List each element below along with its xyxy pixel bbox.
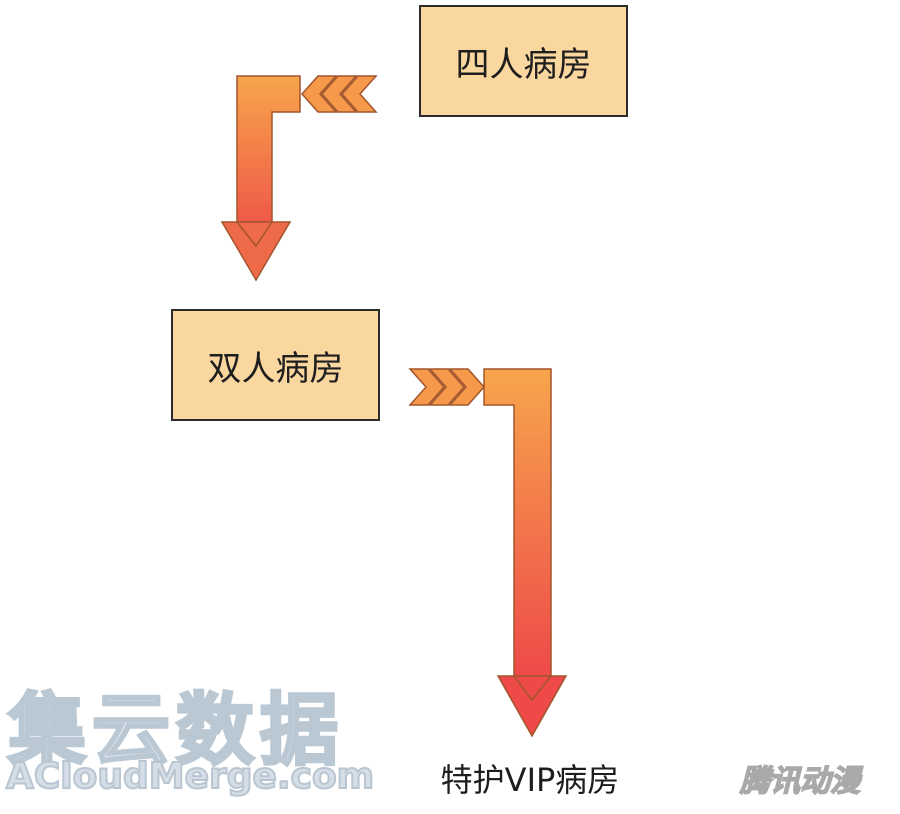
watermark-en: ACloudMerge.com [5, 755, 375, 798]
arrow-four-to-two [220, 75, 378, 282]
four-bed-room-label: 四人病房 [455, 44, 592, 85]
watermark-cn: 集云数据 [6, 685, 345, 778]
four-bed-room-box: 四人病房 [419, 5, 628, 117]
two-bed-room-label: 双人病房 [207, 348, 344, 389]
two-bed-room-box: 双人病房 [171, 309, 380, 421]
watermark-right: 腾讯动漫 [739, 763, 861, 800]
arrow-two-to-vip [408, 368, 568, 738]
vip-room-label: 特护VIP病房 [440, 761, 620, 799]
